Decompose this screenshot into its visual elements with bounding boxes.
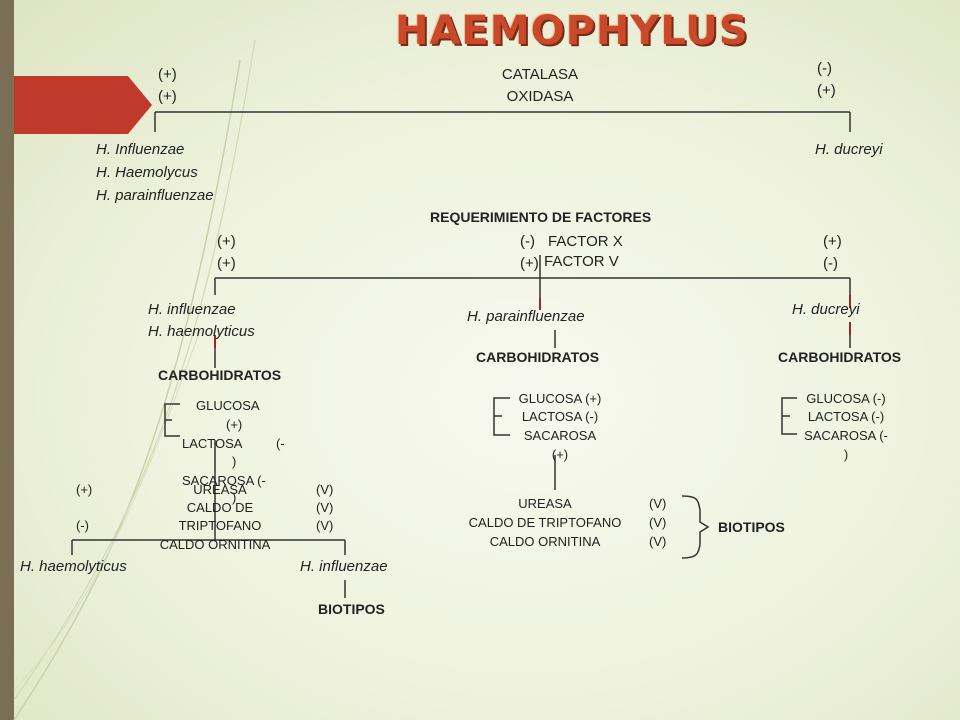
left-glucosa: GLUCOSA [196,398,260,413]
right-sacarosa: SACAROSA (- [804,428,888,443]
left-test-caldo-ornitina: CALDO ORNITINA [159,537,271,552]
right-lactosa: LACTOSA (-) [807,409,885,424]
factor-v-result-mid: (+) [520,255,539,272]
left-sacarosa-close: ) [232,490,237,505]
species-h-haemolyticus-3: H. haemolyticus [20,558,127,575]
left-lactosa-result-close: ) [232,454,237,469]
catalasa-result-left: (+) [158,66,177,83]
left-value-3: (V) [316,518,334,533]
mid-lactosa: LACTOSA (-) [521,409,599,424]
factor-x-result-right: (+) [823,233,842,250]
species-h-haemolycus: H. Haemolycus [96,164,198,181]
factor-x-result-mid: (-) [520,233,535,250]
species-h-parainfluenzae: H. parainfluenzae [96,187,214,204]
oxidasa-result-left: (+) [158,88,177,105]
factor-v-result-right: (-) [823,255,838,272]
mid-glucosa: GLUCOSA (+) [518,391,602,406]
biotipos-label-left: BIOTIPOS [318,601,385,617]
factor-v-label: FACTOR V [544,253,619,270]
mid-test-ureasa: UREASA [518,496,572,511]
right-glucosa: GLUCOSA (-) [806,391,886,406]
biotipos-label-mid: BIOTIPOS [718,519,785,535]
left-test-ureasa: UREASA [193,482,247,497]
species-h-ducreyi-2: H. ducreyi [792,301,860,318]
oxidasa-result-right: (+) [817,82,836,99]
mid-sacarosa: SACAROSA [523,428,597,443]
left-test-caldo-de: CALDO DE [186,500,254,515]
species-h-influenzae-2: H. influenzae [148,301,236,318]
left-sacarosa: SACAROSA (- [182,473,266,488]
left-sidebar-bar [0,0,14,720]
left-test-triptofano: TRIPTOFANO [178,518,262,533]
factors-heading: REQUERIMIENTO DE FACTORES [430,209,652,225]
carbs-heading-mid: CARBOHIDRATOS [476,349,600,365]
left-glucosa-result: (+) [226,417,243,432]
mid-test-caldo-ornitina: CALDO ORNITINA [489,534,601,549]
left-value-2: (V) [316,500,334,515]
left-result-minus: (-) [76,518,89,533]
mid-test-caldo-triptofano: CALDO DE TRIPTOFANO [468,515,622,530]
catalasa-result-right: (-) [817,60,832,77]
test-oxidasa: OXIDASA [506,88,574,105]
carbs-heading-left: CARBOHIDRATOS [158,367,282,383]
test-catalasa: CATALASA [501,66,579,83]
left-lactosa: LACTOSA [182,436,243,451]
left-ureasa-plus: (+) [76,482,93,497]
factor-v-result-left: (+) [217,255,236,272]
factor-x-result-left: (+) [217,233,236,250]
factor-x-label: FACTOR X [548,233,623,250]
mid-sacarosa-result: (+) [551,447,569,462]
species-h-influenzae-3: H. influenzae [300,558,388,575]
carbs-heading-right: CARBOHIDRATOS [778,349,902,365]
left-lactosa-result: (- [276,436,285,451]
species-h-haemolyticus-2: H. haemolyticus [148,323,255,340]
accent-arrow-shape [14,76,152,134]
left-value-1: (V) [316,482,334,497]
species-h-ducreyi: H. ducreyi [815,141,883,158]
mid-value-1: (V) [649,496,667,511]
mid-value-2: (V) [649,515,667,530]
species-h-parainfluenzae-2: H. parainfluenzae [467,308,585,325]
mid-value-3: (V) [649,534,667,549]
species-h-influenzae: H. Influenzae [96,141,185,158]
right-sacarosa-close: ) [843,447,849,462]
